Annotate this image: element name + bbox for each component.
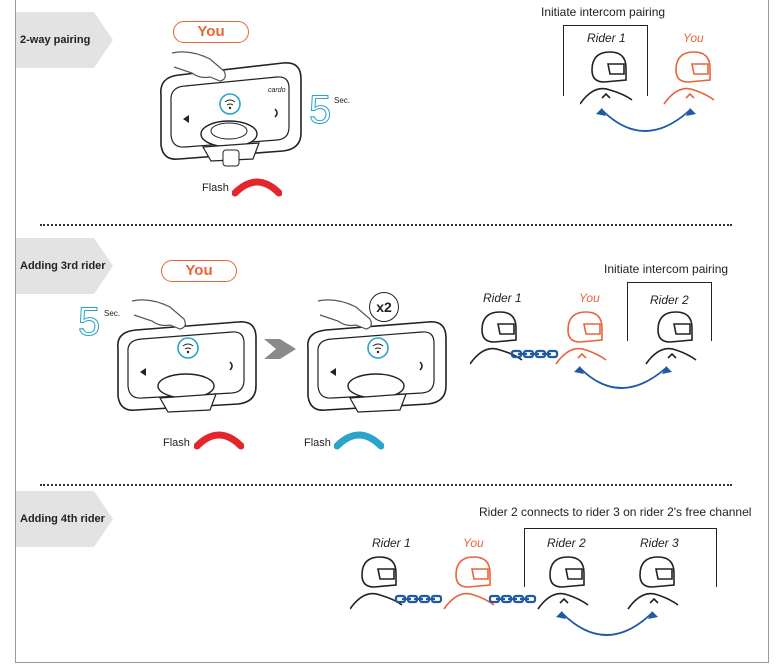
pairing-button-icon	[177, 337, 199, 359]
flash-label: Flash	[163, 437, 190, 449]
finger-press-icon	[131, 299, 186, 330]
pairing-arrow	[601, 109, 691, 132]
section-divider	[40, 224, 732, 226]
rider-1-helmet-icon	[470, 311, 523, 365]
rider-1-label: Rider 1	[483, 291, 522, 305]
finger-press-icon	[317, 299, 372, 330]
riders-diagram	[580, 51, 715, 132]
you-rider-label: You	[683, 31, 704, 45]
section-caption: Rider 2 connects to rider 3 on rider 2's…	[479, 505, 752, 519]
five-seconds-number: 5	[77, 300, 101, 344]
rider-2-label: Rider 2	[650, 293, 689, 307]
you-helmet-icon	[443, 556, 495, 610]
pairing-button-icon	[219, 93, 241, 115]
section-tab-label: Adding 4th rider	[20, 513, 105, 525]
finger-press-icon	[171, 51, 226, 82]
flash-label: Flash	[202, 182, 229, 194]
section-caption: Initiate intercom pairing	[541, 5, 666, 19]
section-tab-label: 2-way pairing	[20, 34, 91, 46]
red-flash-indicator	[194, 431, 244, 450]
section-tab-label: Adding 3rd rider	[20, 260, 106, 272]
rider-2-label: Rider 2	[547, 536, 586, 550]
intercom-device-icon	[160, 62, 302, 167]
brand-logo: cardo	[268, 87, 286, 94]
rider-group-bracket	[563, 25, 648, 96]
paired-chain-link	[488, 594, 537, 604]
rider-group-bracket	[627, 282, 712, 341]
page-frame	[15, 0, 769, 663]
you-rider-label: You	[463, 536, 484, 550]
five-seconds-number: 5	[308, 88, 332, 132]
pairing-button-icon	[367, 337, 389, 359]
pairing-arrow	[579, 367, 667, 389]
paired-chain-link	[394, 594, 443, 604]
intercom-device-icon	[117, 321, 257, 413]
you-helmet-icon	[555, 311, 607, 365]
you-badge: You	[173, 21, 249, 43]
section-tab-4th-rider: Adding 4th rider	[16, 491, 113, 547]
section-tab-3rd-rider: Adding 3rd rider	[16, 238, 113, 294]
rider-1-label: Rider 1	[372, 536, 411, 550]
rider-2-helmet-icon	[645, 311, 697, 365]
section-tab-2way: 2-way pairing	[16, 12, 113, 68]
rider-1-helmet-icon	[580, 51, 633, 105]
section-divider	[40, 484, 732, 486]
rider-3-label: Rider 3	[640, 536, 679, 550]
you-rider-label: You	[579, 291, 600, 305]
seconds-label: Sec.	[334, 96, 351, 105]
riders-diagram	[350, 556, 679, 636]
section-caption: Initiate intercom pairing	[604, 262, 729, 276]
you-helmet-icon	[663, 51, 715, 105]
you-badge: You	[161, 260, 237, 282]
rider-2-helmet-icon	[537, 556, 589, 610]
flash-label: Flash	[304, 437, 331, 449]
rider-3-helmet-icon	[627, 556, 679, 610]
press-twice-badge: x2	[369, 292, 399, 322]
rider-1-helmet-icon	[350, 556, 403, 610]
rider-1-label: Rider 1	[587, 31, 626, 45]
blue-flash-indicator	[334, 431, 384, 450]
riders-diagram	[470, 311, 697, 389]
next-step-arrow-icon	[264, 339, 296, 359]
intercom-device-icon	[307, 321, 447, 413]
rider-group-bracket	[524, 528, 717, 587]
paired-chain-link	[510, 349, 559, 359]
red-flash-indicator	[232, 178, 282, 197]
pairing-arrow	[561, 612, 653, 636]
seconds-label: Sec.	[104, 309, 121, 318]
